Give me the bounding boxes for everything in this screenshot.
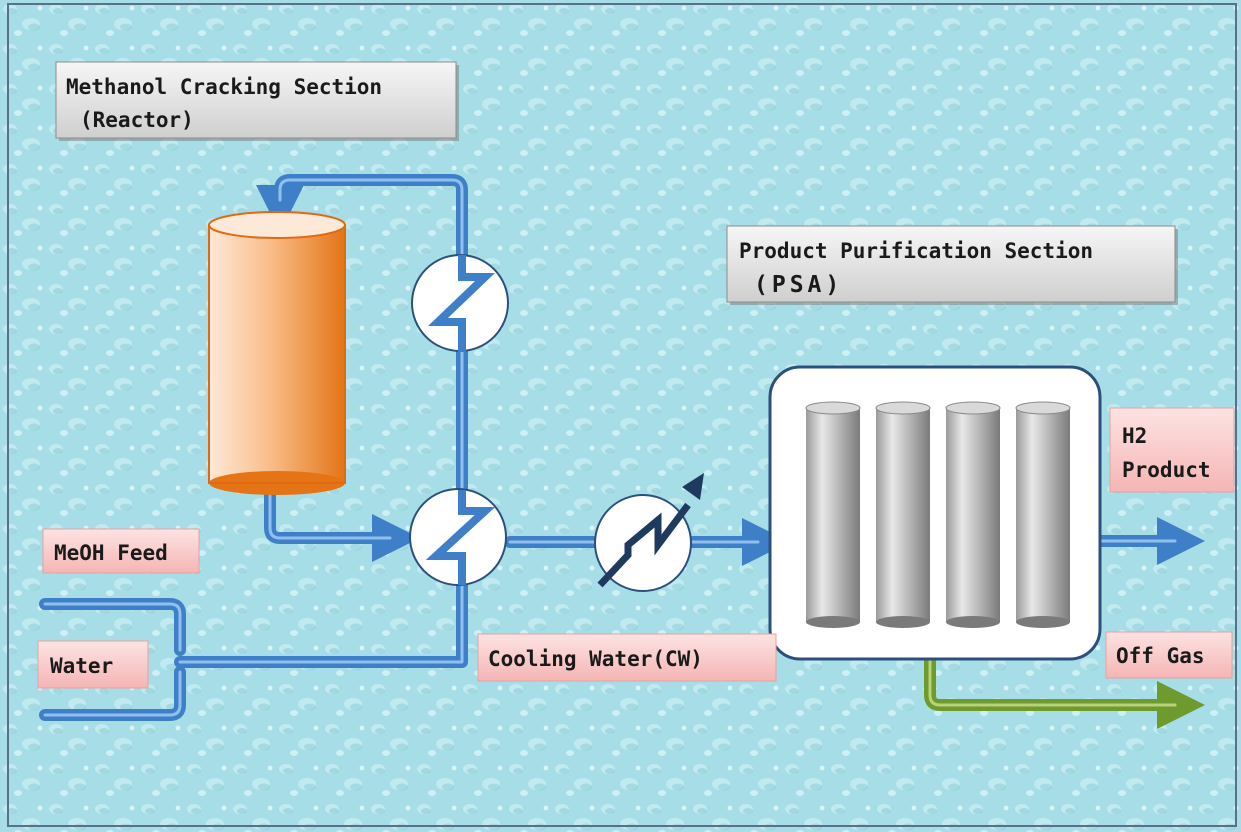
psa-unit [768,365,1102,661]
psa-column-icon [945,401,1001,628]
h2-product-text-line1: H2 [1122,424,1147,448]
reactor-vessel-icon [208,211,346,495]
reactor-section-title: Methanol Cracking Section [66,75,382,99]
off-gas-text: Off Gas [1116,644,1205,668]
cooler-icon [594,473,704,592]
water-text: Water [50,654,113,678]
psa-section-subtitle: (PSA) [754,272,843,298]
pipe-network [39,174,1205,729]
psa-section-label: Product Purification Section (PSA) [726,225,1178,305]
psa-column-icon [1015,401,1071,628]
cooling-water-label: Cooling Water(CW) [477,633,777,682]
heat-exchanger-bottom-icon [409,488,507,586]
cooling-water-text: Cooling Water(CW) [488,647,703,671]
off-gas-label: Off Gas [1105,631,1233,679]
water-label: Water [37,640,149,689]
reactor-section-subtitle: (Reactor) [80,108,194,132]
psa-column-icon [805,401,861,628]
psa-section-title: Product Purification Section [739,239,1093,263]
h2-product-label: H2 Product [1109,407,1235,493]
diagram-border [7,3,1237,827]
meoh-feed-text: MeOH Feed [54,541,168,565]
psa-column-icon [875,401,931,628]
meoh-feed-label: MeOH Feed [42,528,200,574]
heat-exchanger-top-icon [411,254,509,352]
reactor-section-label: Methanol Cracking Section (Reactor) [55,61,459,141]
h2-product-text-line2: Product [1122,458,1211,482]
